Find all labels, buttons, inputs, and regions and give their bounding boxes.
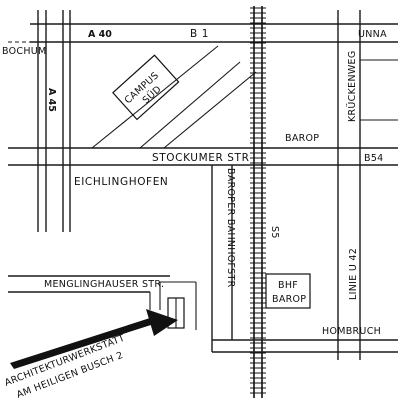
road-a40-b1 — [8, 23, 398, 43]
label-linie-u42: LINIE U 42 — [348, 248, 359, 300]
railway-s5 — [250, 6, 266, 398]
label-hombruch: HOMBRUCH — [322, 326, 381, 337]
label-bhf: BHF — [278, 280, 298, 291]
bhf-barop-station — [265, 273, 311, 309]
label-a45: A 45 — [46, 88, 57, 112]
campus-sued-building — [112, 54, 180, 121]
label-baroper-bahnhofstr: BAROPER BAHNHOFSTR — [225, 168, 236, 288]
location-arrow — [10, 309, 178, 369]
label-stockumer-str: STOCKUMER STR — [152, 152, 249, 164]
label-b54: B54 — [364, 153, 384, 164]
label-eichlinghofen: EICHLINGHOFEN — [74, 176, 168, 188]
target-building — [167, 297, 185, 329]
label-bhf-barop: BAROP — [272, 294, 306, 305]
label-s5: S5 — [269, 226, 280, 239]
label-krueckenweg: KRÜCKENWEG — [347, 50, 358, 122]
road-stockumer-str — [8, 147, 398, 166]
road-hombruch — [212, 119, 398, 353]
label-barop: BAROP — [285, 133, 319, 144]
label-unna: UNNA — [358, 29, 387, 40]
road-baroper-bahnhofstr — [211, 165, 233, 352]
label-menglinghauser-str: MENGLINGHAUSER STR. — [44, 279, 164, 290]
label-b1: B 1 — [190, 28, 209, 40]
road-krueckenweg — [337, 10, 398, 360]
road-campus-diagonals — [91, 45, 257, 149]
road-menglinghauser-str — [8, 275, 197, 330]
label-bochum: BOCHUM — [2, 46, 47, 57]
label-a40: A 40 — [88, 29, 112, 40]
road-a45 — [37, 10, 71, 232]
